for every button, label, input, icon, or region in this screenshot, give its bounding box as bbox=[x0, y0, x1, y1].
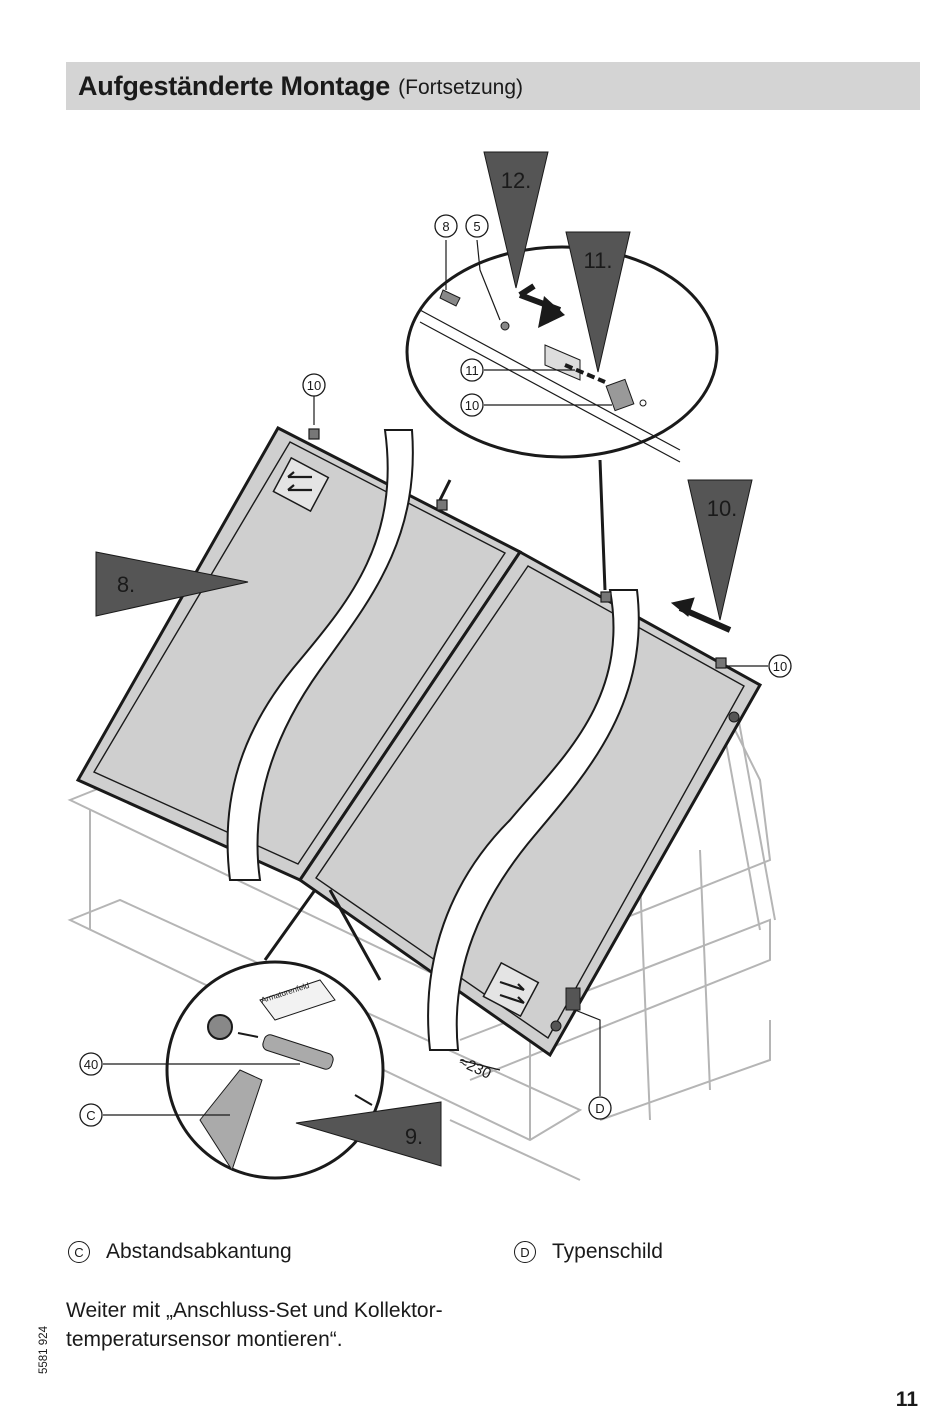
callout-40: 40 bbox=[84, 1057, 98, 1072]
legend-label-d: Typenschild bbox=[552, 1240, 663, 1263]
document-number: 5581 924 bbox=[38, 1326, 50, 1374]
step-12-label: 12. bbox=[501, 168, 532, 193]
note-line-1: Weiter mit „Anschluss-Set und Kollektor- bbox=[66, 1299, 443, 1322]
legend-item-d: D Typenschild bbox=[514, 1240, 663, 1264]
callout-10-right: 10 bbox=[773, 659, 787, 674]
callout-8: 8 bbox=[442, 219, 449, 234]
callout-5: 5 bbox=[473, 219, 480, 234]
step-8-label: 8. bbox=[117, 572, 135, 597]
break-lines bbox=[226, 429, 640, 1051]
legend-label-c: Abstandsabkantung bbox=[106, 1240, 292, 1263]
callout-11: 11 bbox=[465, 363, 479, 378]
step-labels: 12. 11. 10. 8. 9. bbox=[117, 168, 737, 1149]
step-10-label: 10. bbox=[707, 496, 738, 521]
page-number: 11 bbox=[895, 1388, 918, 1411]
note-line-2: temperatursensor montieren“. bbox=[66, 1328, 343, 1351]
legend-key-d: D bbox=[514, 1241, 536, 1263]
page-title: Aufgeständerte Montage bbox=[78, 70, 391, 101]
clamps bbox=[308, 428, 727, 669]
callout-10-left: 10 bbox=[307, 378, 321, 393]
step-11-label: 11. bbox=[584, 248, 613, 273]
page-subtitle: (Fortsetzung) bbox=[398, 76, 523, 99]
section-header: Aufgeständerte Montage (Fortsetzung) bbox=[66, 62, 920, 110]
callout-leaders bbox=[103, 239, 768, 1116]
step-9-label: 9. bbox=[405, 1124, 423, 1149]
step-arrows bbox=[95, 151, 753, 1167]
callout-10-detail: 10 bbox=[465, 398, 479, 413]
legend-item-c: C Abstandsabkantung bbox=[68, 1240, 292, 1264]
callout-c: C bbox=[86, 1108, 95, 1123]
continuation-note: Weiter mit „Anschluss-Set und Kollektor-… bbox=[66, 1296, 536, 1354]
mounting-rack bbox=[67, 699, 776, 1181]
callouts: 8 5 11 10 10 10 40 C D bbox=[79, 214, 792, 1127]
installation-illustration: 12. 11. 10. 8. 9. 8 5 11 10 10 10 40 C D… bbox=[67, 151, 792, 1181]
direction-arrows bbox=[670, 597, 732, 633]
callout-d: D bbox=[595, 1101, 604, 1116]
legend-key-c: C bbox=[68, 1241, 90, 1263]
